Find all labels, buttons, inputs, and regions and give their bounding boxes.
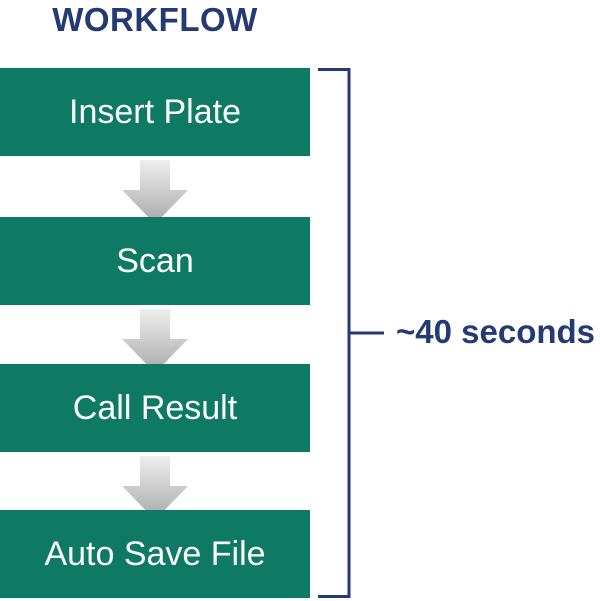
- time-bracket: [318, 68, 384, 598]
- step-call-result: Call Result: [0, 364, 310, 452]
- down-arrow-icon: [122, 160, 188, 224]
- step-insert-plate: Insert Plate: [0, 68, 310, 156]
- diagram-title: WORKFLOW: [52, 1, 258, 38]
- down-arrow-icon: [122, 309, 188, 373]
- step-label: Auto Save File: [44, 534, 266, 573]
- step-label: Insert Plate: [69, 92, 241, 131]
- step-scan: Scan: [0, 217, 310, 305]
- step-label: Call Result: [72, 388, 238, 427]
- down-arrow-icon: [122, 456, 188, 520]
- step-label: Scan: [116, 241, 194, 280]
- step-auto-save-file: Auto Save File: [0, 510, 310, 598]
- duration-label: ~40 seconds: [396, 313, 596, 350]
